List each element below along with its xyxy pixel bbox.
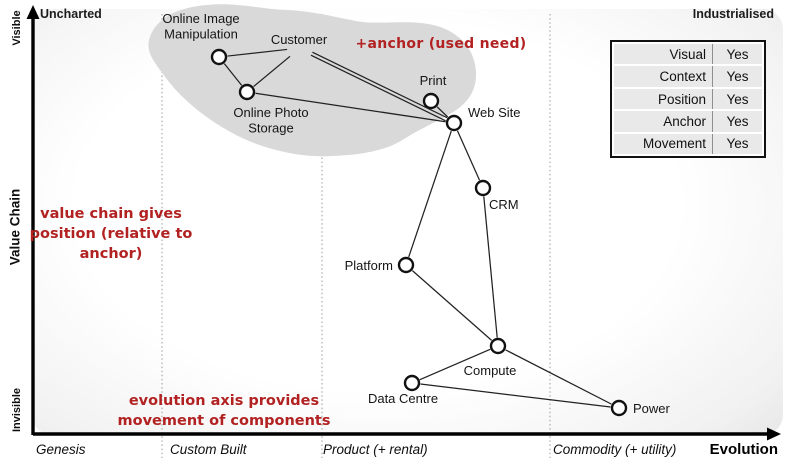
- edge-data-centre--power: [420, 383, 611, 408]
- map-node-label-web-site: Web Site: [468, 105, 521, 120]
- stage-label: Genesis: [36, 442, 86, 457]
- y-axis-invisible-label: Invisible: [11, 387, 23, 433]
- x-axis-title: Evolution: [709, 441, 778, 458]
- edge-platform--compute: [411, 270, 493, 341]
- map-node-print: [422, 92, 440, 110]
- table-row: Visual Yes: [614, 44, 762, 65]
- map-node-crm: [474, 179, 492, 197]
- edge-web-site--crm: [456, 130, 481, 181]
- position-annotation: value chain gives position (relative to …: [29, 206, 193, 262]
- table-row: Movement Yes: [614, 133, 762, 155]
- edge-online-image-manipulation--customer: [227, 48, 288, 57]
- map-node-label-compute: Compute: [464, 363, 517, 378]
- movement-annotation: evolution axis provides movement of comp…: [117, 393, 331, 429]
- stage-label: Product (+ rental): [323, 442, 428, 457]
- table-row-value: Yes: [726, 69, 749, 85]
- map-node-label-print: Print: [420, 73, 447, 88]
- y-axis-arrowhead: [26, 5, 40, 19]
- uncharted-label: Uncharted: [40, 7, 102, 21]
- anchor-annotation: +anchor (used need): [355, 36, 527, 52]
- table-row-value: Yes: [726, 91, 749, 107]
- y-axis-visible-label: Visible: [11, 10, 23, 46]
- stage-label: Commodity (+ utility): [553, 442, 677, 457]
- map-node-label-data-centre: Data Centre: [368, 391, 438, 406]
- map-node-label-crm: CRM: [489, 197, 519, 212]
- map-node-label-platform: Platform: [345, 258, 393, 273]
- uncharted-blob: [148, 4, 477, 157]
- map-node-label-customer: Customer: [271, 32, 328, 47]
- map-node-online-image-manipulation: [210, 48, 228, 66]
- stage-label: Custom Built: [170, 442, 247, 457]
- table-row-name: Visual: [614, 44, 713, 65]
- table-row-value: Yes: [726, 46, 749, 62]
- map-node-web-site: [445, 114, 463, 132]
- map-node-platform: [397, 256, 415, 274]
- edge-compute--data-centre: [419, 348, 491, 381]
- industrialised-label: Industrialised: [692, 7, 774, 21]
- table-row-name: Context: [614, 66, 713, 87]
- table-row-value: Yes: [726, 113, 749, 129]
- table-row: Context Yes: [614, 66, 762, 87]
- table-row: Position Yes: [614, 88, 762, 110]
- table-row: Anchor Yes: [614, 111, 762, 132]
- y-axis-title: Value Chain: [7, 188, 23, 266]
- edge-crm--compute: [483, 196, 498, 338]
- edge-online-image-manipulation--online-photo-storage: [223, 63, 243, 86]
- map-node-online-photo-storage: [238, 83, 256, 101]
- x-axis-arrowhead: [767, 427, 781, 441]
- map-node-data-centre: [403, 374, 421, 392]
- table-row-name: Anchor: [614, 111, 713, 132]
- table-row-name: Position: [614, 88, 713, 110]
- table-row-value: Yes: [726, 136, 749, 152]
- map-node-compute: [489, 337, 507, 355]
- edge-web-site--platform: [408, 130, 452, 258]
- edge-online-photo-storage--web-site: [255, 92, 446, 123]
- edge-online-photo-storage--customer: [253, 55, 291, 88]
- edge-customer--web-site: [310, 54, 446, 122]
- edge-compute--power: [505, 349, 612, 405]
- table-row-name: Movement: [614, 133, 713, 155]
- map-node-label-power: Power: [633, 401, 671, 416]
- edge-customer--web-site: [312, 51, 448, 119]
- edge-print--web-site: [436, 106, 449, 118]
- map-node-power: [610, 399, 628, 417]
